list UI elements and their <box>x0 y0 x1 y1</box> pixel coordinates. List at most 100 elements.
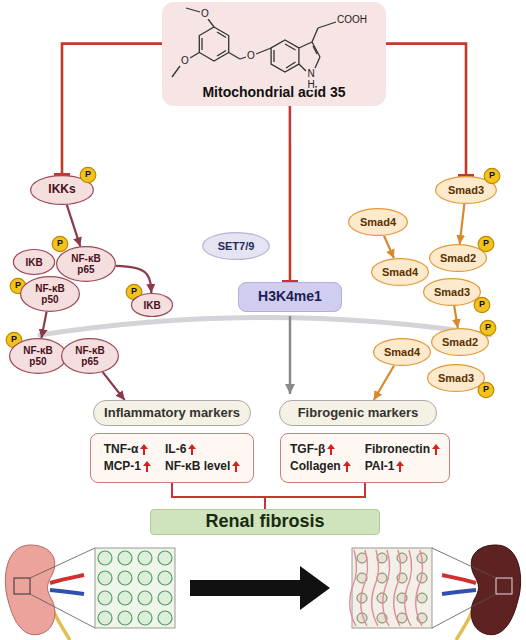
node-label: P <box>85 170 91 180</box>
nfkb-ellipse: NF-κB p65 <box>56 246 116 282</box>
node-label: Renal fibrosis <box>205 512 324 532</box>
tubule <box>118 551 132 565</box>
node-label: Fibrogenic markers <box>298 406 419 420</box>
smad-ellipse: Smad3 <box>427 364 485 392</box>
ellipse-shape <box>131 293 172 316</box>
connector <box>384 236 394 259</box>
tubule <box>138 551 152 565</box>
increase-arrow <box>343 461 351 472</box>
tubule <box>417 593 427 603</box>
increase-arrow <box>432 444 440 455</box>
smad-ellipse: Smad4 <box>348 208 408 236</box>
increase-arrow <box>140 444 148 455</box>
smad-ellipse: Smad2 <box>431 328 489 356</box>
ellipse-shape <box>13 250 54 275</box>
tubule <box>98 591 112 605</box>
atom-label: O <box>200 9 210 19</box>
node-text: P <box>479 300 485 310</box>
nfkb-ellipse: NF-κB p50 <box>20 276 80 312</box>
node-label: Smad2 <box>440 252 476 264</box>
node-text: P <box>15 281 21 291</box>
healthy-kidney <box>5 545 95 640</box>
ellipse-shape <box>349 209 408 236</box>
marker-item: MCP-1 <box>104 460 151 473</box>
ellipse-shape <box>62 339 119 374</box>
node-label: Smad3 <box>434 286 470 298</box>
node-text: NF-κB p65 <box>66 253 106 275</box>
ellipse-shape <box>57 247 116 282</box>
marker-name: Fibronectin <box>365 443 430 456</box>
ellipse-shape <box>10 339 67 374</box>
marker-header: Inflammatory markers <box>93 400 251 426</box>
node-text: P <box>489 171 495 181</box>
marker-item: Fibronectin <box>365 443 440 456</box>
node-label: IKB <box>25 257 42 268</box>
smad-ellipse: Smad2 <box>429 244 487 272</box>
connector <box>265 483 365 509</box>
tubule <box>377 593 387 603</box>
node-text: NF-κB p50 <box>19 345 58 367</box>
ellipse-shape <box>21 277 80 312</box>
connector <box>62 44 162 175</box>
node-label: IKB <box>143 300 160 311</box>
marker-name: TGF-β <box>290 443 325 456</box>
phospho-circle: P <box>484 168 500 184</box>
node-label: P <box>57 239 63 249</box>
connector <box>67 205 80 247</box>
marker-item: TGF-β <box>290 443 335 456</box>
node-text: Smad3 <box>448 184 484 196</box>
marker-item: IL-6 <box>165 443 196 456</box>
marker-item: PAI-1 <box>365 460 405 473</box>
node-text: IKB <box>143 300 160 311</box>
increase-arrow <box>188 444 196 455</box>
connector <box>454 306 458 328</box>
increase-arrow <box>143 461 151 472</box>
increase-arrow <box>327 444 335 455</box>
tubule <box>158 551 172 565</box>
collagen-fiber <box>350 550 357 626</box>
node-label: P <box>11 335 17 345</box>
smad-ellipse: Smad3 <box>423 278 481 306</box>
node-text: IKKs <box>48 183 75 196</box>
tubule <box>118 611 132 625</box>
ellipse-shape <box>474 297 490 312</box>
ellipse-shape <box>478 236 494 251</box>
nfkb-ellipse: NF-κB p65 <box>61 338 119 374</box>
node-text: P <box>131 287 137 297</box>
connector <box>172 483 265 509</box>
nfkb-ellipse: NF-κB p50 <box>9 338 67 374</box>
compound-panel <box>162 2 386 106</box>
tubule <box>118 571 132 585</box>
node-label: Smad3 <box>438 372 474 384</box>
node-label: Smad3 <box>448 184 484 196</box>
node-text: P <box>485 323 491 333</box>
inhibitor-ellipse: IKB <box>13 249 55 275</box>
tubule <box>98 571 112 585</box>
node-text: Smad4 <box>382 266 418 278</box>
h3k4me1-arrow <box>289 316 292 394</box>
node-text: Fibrogenic markers <box>298 406 419 420</box>
collagen-fiber <box>405 550 412 626</box>
phospho-circle: P <box>478 382 494 398</box>
collagen-fiber <box>383 550 390 626</box>
tubule <box>138 611 152 625</box>
marker-name: Collagen <box>290 460 341 473</box>
enzyme-ellipse: SET7/9 <box>202 232 270 260</box>
connector <box>374 365 394 400</box>
node-text: P <box>11 335 17 345</box>
ellipse-shape <box>372 259 429 286</box>
marker-name: NF-κB level <box>165 460 230 473</box>
ellipse-shape <box>428 365 485 392</box>
node-text: Smad2 <box>442 336 478 348</box>
fibrotic-tubules <box>350 550 427 626</box>
node-text: Smad2 <box>440 252 476 264</box>
node-label: NF-κB p65 <box>71 345 110 367</box>
tubule <box>158 591 172 605</box>
node-text: P <box>483 239 489 249</box>
smad-ellipse: Smad4 <box>373 338 431 366</box>
node-label: P <box>483 239 489 249</box>
phospho-circle: P <box>52 236 68 252</box>
